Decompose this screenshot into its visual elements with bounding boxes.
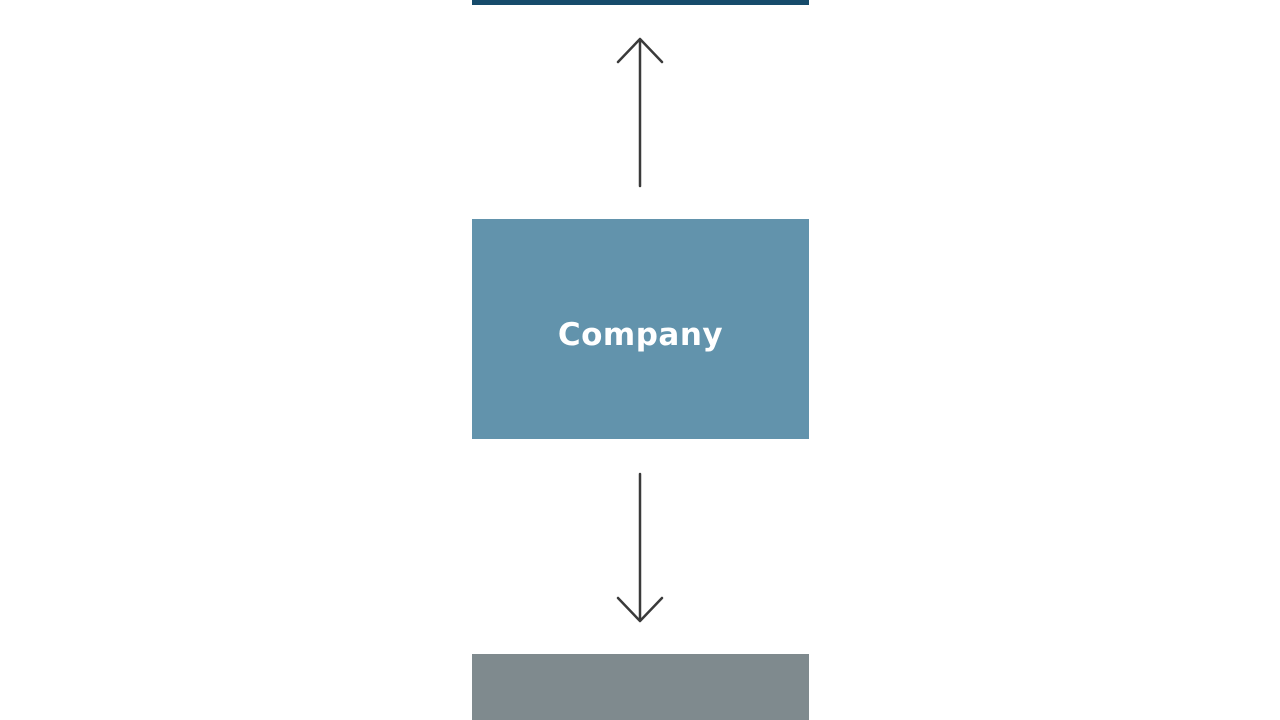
arrow-up-head <box>616 37 664 64</box>
company-node-box: Company <box>472 219 809 439</box>
top-node-box <box>472 0 809 5</box>
arrow-down-icon <box>616 472 664 623</box>
arrow-up-icon <box>616 37 664 188</box>
bottom-node-box <box>472 654 809 720</box>
arrow-down-head <box>616 596 664 623</box>
company-node-label: Company <box>557 317 724 353</box>
